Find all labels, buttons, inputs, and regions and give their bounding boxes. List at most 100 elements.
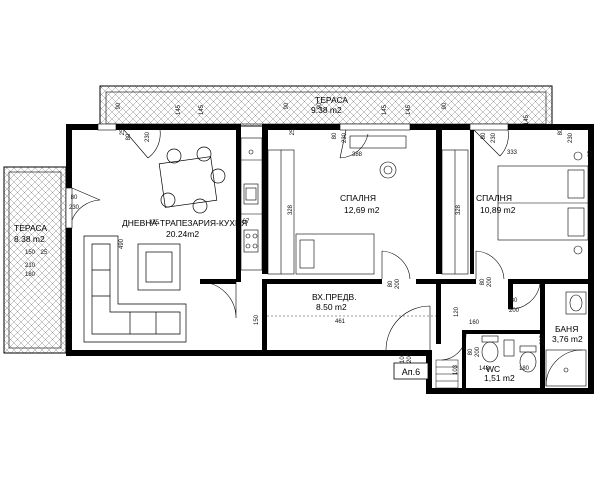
dimension-label: 230 (491, 132, 497, 143)
dimension-label: 180 (519, 366, 530, 372)
entrance-stairs (435, 359, 459, 389)
dimension-label: 67 (243, 219, 250, 225)
dimension-label: 80 (511, 298, 518, 304)
door-terrace-left (71, 187, 101, 221)
dining-set (158, 146, 226, 214)
kitchen-counter (240, 137, 263, 271)
apartment-tag: Ап.6 (393, 362, 429, 380)
dimension-label: 103 (453, 364, 459, 375)
room-area-bedroom2: 10,89 m2 (480, 205, 516, 215)
dimension-label: 235 (540, 334, 546, 345)
washbasin (565, 291, 587, 315)
dimension-label: 90 (442, 102, 448, 109)
door-bedroom2 (475, 250, 505, 280)
door-living (199, 281, 237, 319)
dimension-label: 333 (507, 150, 518, 156)
door-wc (441, 333, 467, 361)
door-entrance (385, 305, 431, 351)
dimension-label: 145 (524, 114, 530, 125)
coffee-table (137, 243, 181, 291)
dimension-label: 25 (290, 128, 296, 135)
dimension-label: 200 (487, 276, 493, 287)
dimension-label: 90 (284, 102, 290, 109)
windows (65, 123, 509, 229)
wardrobe-bedroom1 (267, 149, 295, 275)
doors (71, 129, 541, 361)
dimension-label: 80 (332, 132, 338, 139)
dimension-label: 120 (454, 306, 460, 317)
wc-toilet (481, 335, 499, 363)
dimension-label: 80 (480, 278, 486, 285)
door-bedroom1-window (339, 129, 369, 159)
dimension-label: 328 (288, 204, 294, 215)
bed-bedroom2 (497, 151, 589, 255)
terrace-top (99, 85, 553, 127)
dimension-label: 148 (479, 366, 490, 372)
dimension-label: 80 (388, 280, 394, 287)
room-name-living: ДНЕВНА-ТРАПЕЗАРИЯ-КУХНЯ (122, 218, 247, 228)
door-bedroom1 (381, 250, 411, 280)
dimension-label: 230 (145, 131, 151, 142)
dimension-label: 375 (149, 220, 160, 226)
wardrobe-bedroom2 (441, 149, 469, 275)
room-name-terrace-left: ТЕРАСА (14, 223, 47, 233)
dimension-label: 200 (395, 278, 401, 289)
dimension-label: 25 (120, 128, 126, 135)
room-name-hall: ВХ.ПРЕДВ. (312, 292, 357, 302)
room-name-terrace-top: ТЕРАСА (315, 95, 348, 105)
room-area-bedroom1: 12,69 m2 (344, 205, 380, 215)
dimension-label: 145 (176, 104, 182, 115)
dimension-label: 230 (568, 132, 574, 143)
dimension-label: 160 (469, 320, 480, 326)
dimension-label: 180 (25, 272, 36, 278)
dimension-label: 145 (199, 104, 205, 115)
room-area-living: 20.24m2 (166, 229, 199, 239)
room-name-bedroom1: СПАЛНЯ (340, 193, 376, 203)
room-area-hall: 8.50 m2 (316, 302, 347, 312)
dimension-label: 80 (558, 128, 564, 135)
dimension-label: 150 (25, 250, 36, 256)
room-area-wc: 1,51 m2 (484, 373, 515, 383)
room-name-wc: WC (486, 364, 500, 374)
dimension-label: 230 (342, 132, 348, 143)
room-area-terrace-left: 8.38 m2 (14, 234, 45, 244)
dimension-label: 200 (509, 308, 520, 314)
dimension-label: 100 (400, 352, 406, 363)
terrace-left (3, 166, 67, 354)
walls (66, 124, 594, 394)
dimension-label: 200 (407, 352, 413, 363)
dimension-label: 145 (406, 104, 412, 115)
room-name-bath: БАНЯ (555, 324, 578, 334)
dimension-label: 25 (588, 150, 594, 157)
dimension-label: 150 (254, 314, 260, 325)
wc-sink (503, 339, 515, 357)
dimension-label: 25 (41, 250, 48, 256)
dimension-label: 80 (126, 133, 132, 140)
dimension-label: 80 (481, 132, 487, 139)
dimension-label: 200 (475, 346, 481, 357)
bed-bedroom1 (295, 233, 375, 275)
dimension-label: 230 (69, 205, 80, 211)
dimension-label: 145 (382, 104, 388, 115)
dimension-label: 210 (25, 263, 36, 269)
bath-toilet (519, 345, 537, 373)
dimension-label: 461 (335, 319, 346, 325)
desk-bedroom1 (349, 135, 407, 179)
dimension-label: 490 (119, 238, 125, 249)
door-terrace-top (123, 129, 161, 159)
dimension-label: 90 (317, 102, 323, 109)
dimension-label: 90 (116, 102, 122, 109)
dimension-label: 388 (352, 152, 363, 158)
shower (545, 349, 587, 387)
room-area-terrace-top: 9.38 m2 (311, 105, 342, 115)
apartment-label: Ап.6 (402, 367, 420, 377)
door-bath (507, 283, 541, 310)
dimension-label: 80 (468, 348, 474, 355)
dimension-label: 80 (71, 195, 78, 201)
dimension-label: 328 (456, 204, 462, 215)
room-name-bedroom2: СПАЛНЯ (476, 193, 512, 203)
sofa (83, 235, 187, 343)
room-area-bath: 3,76 m2 (552, 334, 583, 344)
